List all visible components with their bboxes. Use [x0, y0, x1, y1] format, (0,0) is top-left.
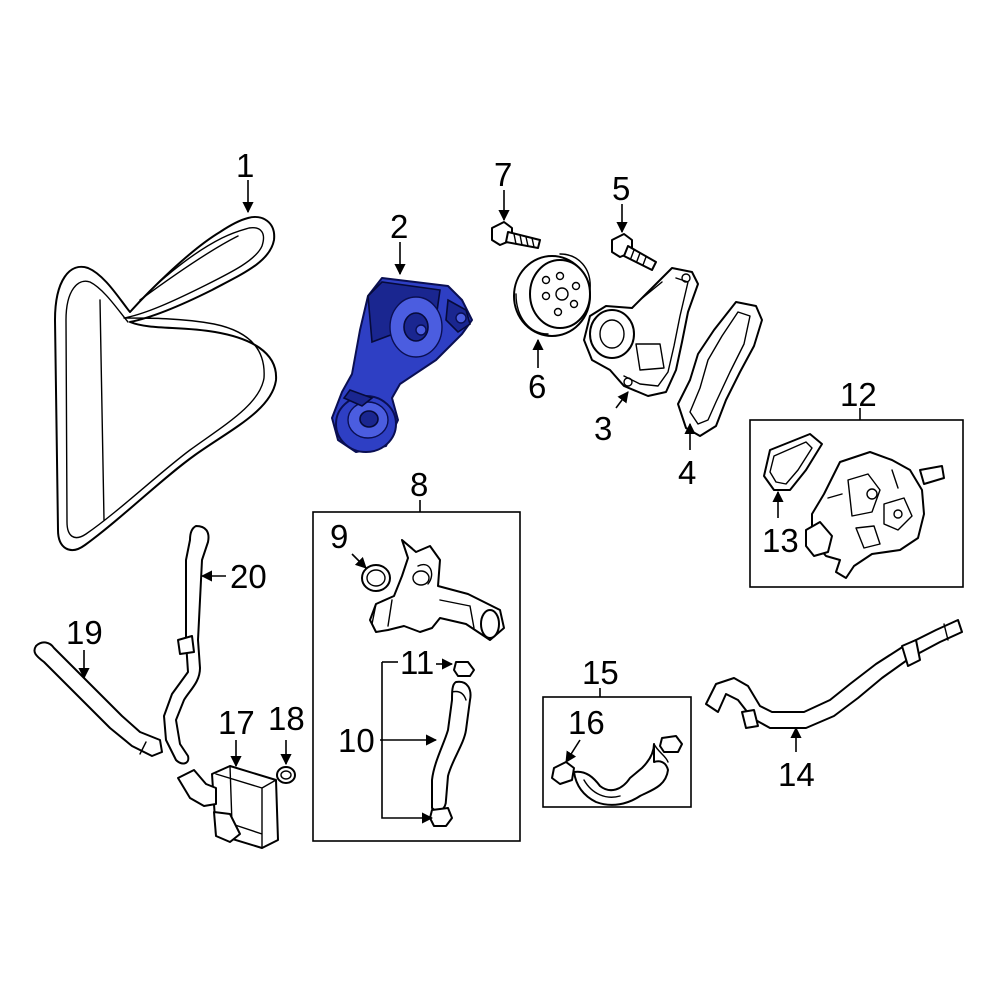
group-box-12	[749, 419, 964, 588]
group-box-15	[542, 696, 692, 808]
coolant-pipe[interactable]	[705, 619, 963, 729]
callout-2: 2	[390, 208, 408, 245]
callout-11: 11	[400, 644, 434, 681]
callout-10: 10	[338, 722, 375, 759]
callout-12: 12	[840, 376, 877, 413]
callout-1: 1	[236, 147, 254, 184]
clamp-lower[interactable]	[429, 807, 453, 827]
water-pump-pulley[interactable]	[513, 253, 591, 337]
oil-line[interactable]	[33, 641, 163, 757]
callout-20: 20	[230, 558, 267, 595]
clamp-11[interactable]	[453, 661, 475, 677]
oil-cooler-o-ring[interactable]	[276, 766, 296, 784]
bolt-7[interactable]	[491, 221, 541, 249]
callout-14: 14	[778, 756, 815, 793]
callout-9: 9	[330, 518, 348, 555]
callout-7: 7	[494, 156, 512, 193]
belt-tensioner[interactable]	[331, 277, 473, 453]
bypass-hose[interactable]	[431, 680, 472, 812]
callout-4: 4	[678, 454, 696, 491]
group-box-8	[312, 511, 521, 842]
callout-15: 15	[582, 654, 619, 691]
thermostat-housing[interactable]	[805, 451, 945, 579]
water-pump-gasket[interactable]	[677, 301, 763, 437]
drive-belt[interactable]	[54, 216, 278, 551]
leader-lines	[78, 180, 861, 824]
o-ring[interactable]	[361, 564, 391, 592]
callout-16: 16	[568, 704, 605, 741]
housing-gasket[interactable]	[763, 433, 823, 491]
callout-3: 3	[594, 410, 612, 447]
callout-13: 13	[762, 522, 799, 559]
radiator-hose[interactable]	[573, 743, 669, 806]
thermostat-outlet[interactable]	[369, 539, 505, 641]
oil-cooler[interactable]	[177, 765, 279, 849]
callout-17: 17	[218, 704, 255, 741]
bolt-5[interactable]	[611, 233, 657, 271]
callout-6: 6	[528, 368, 546, 405]
callout-5: 5	[612, 170, 630, 207]
callout-18: 18	[268, 700, 305, 737]
callout-8: 8	[410, 466, 428, 503]
oil-cooler-pipe[interactable]	[163, 525, 210, 765]
water-pump[interactable]	[583, 267, 699, 397]
callout-19: 19	[66, 614, 103, 651]
